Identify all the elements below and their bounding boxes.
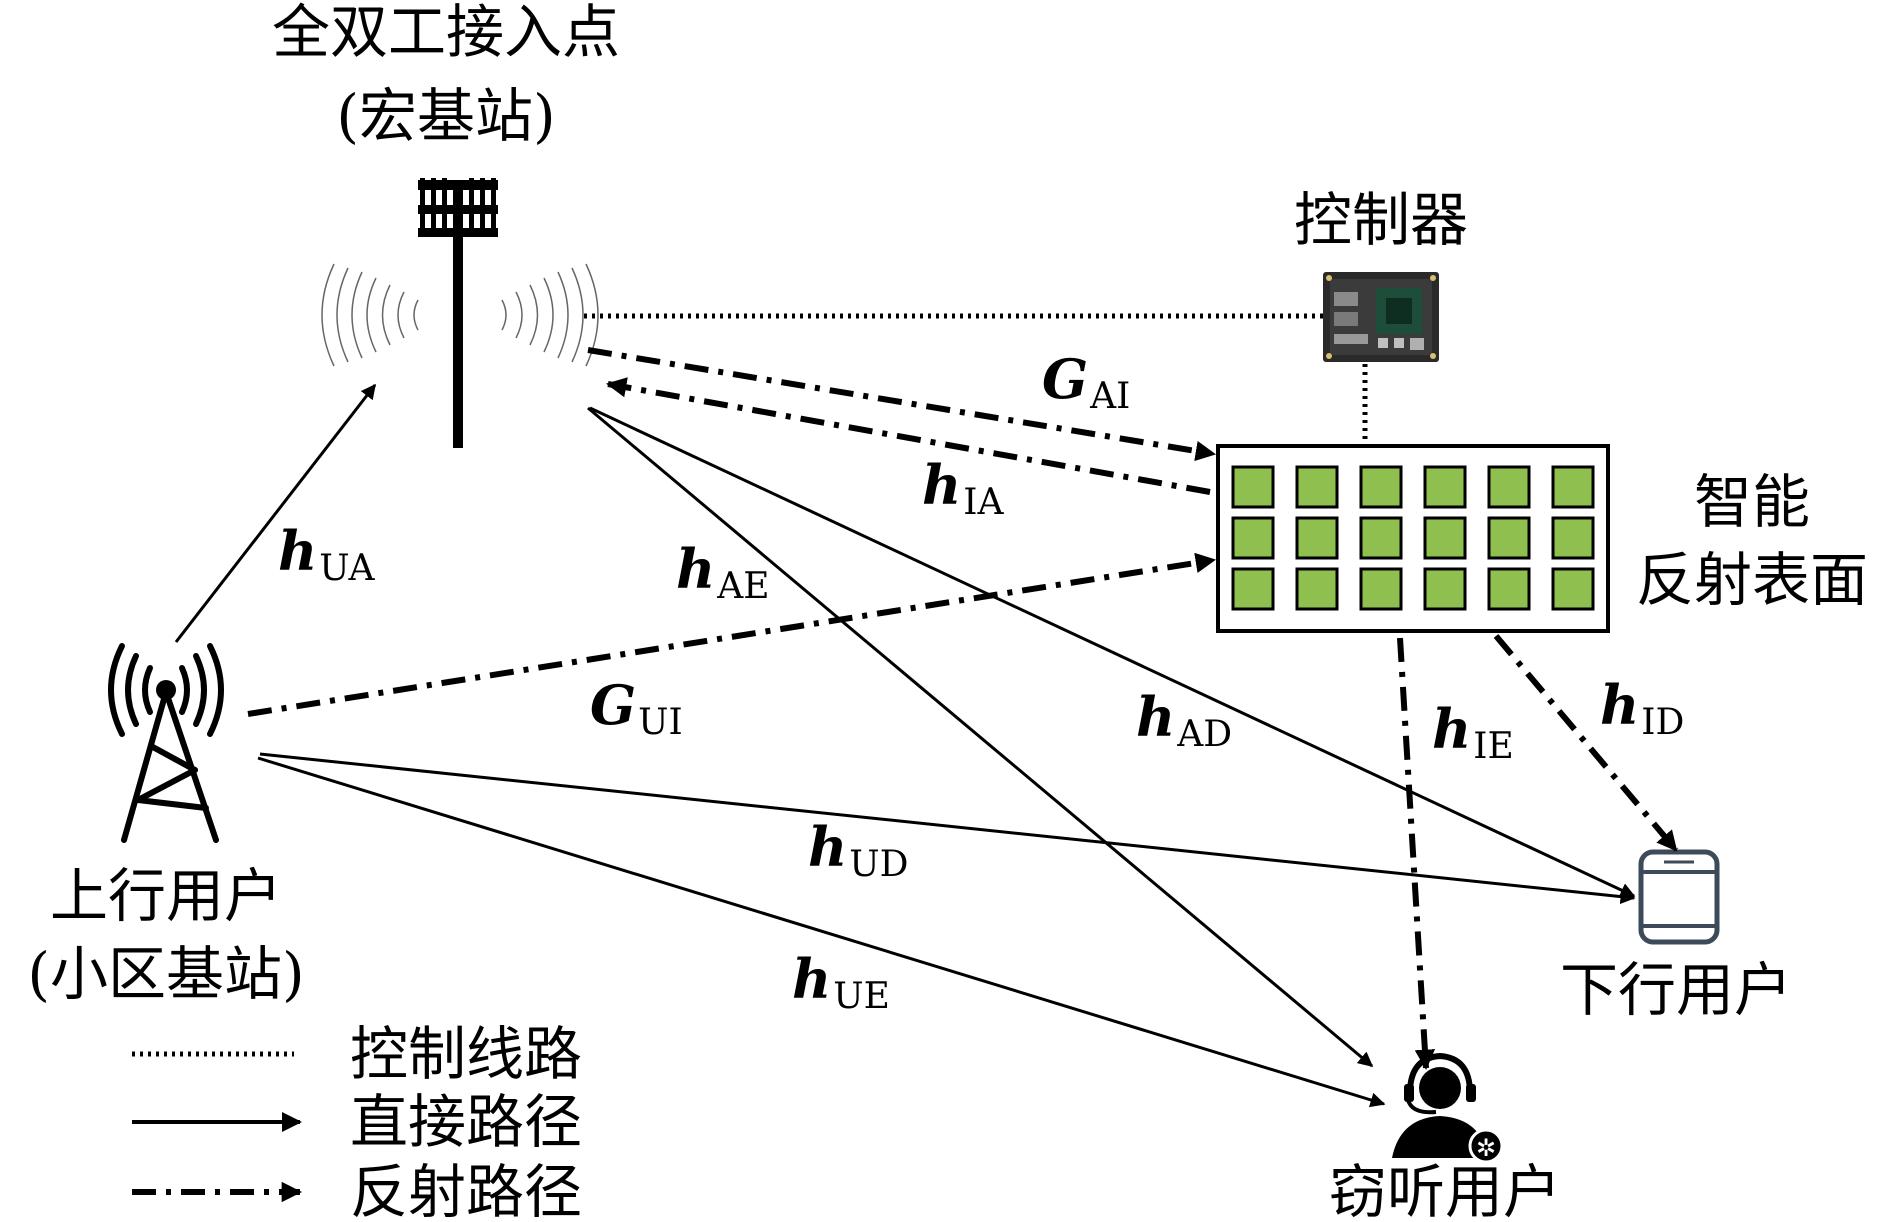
irs-element bbox=[1487, 567, 1531, 611]
channel-label-h-UA: hUA bbox=[278, 519, 375, 589]
channel-label-h-UE: hUE bbox=[792, 947, 890, 1017]
irs-element bbox=[1359, 516, 1403, 560]
channel-label-G-AI: GAI bbox=[1042, 347, 1130, 417]
legend-reflect-label: 反射路径 bbox=[350, 1158, 582, 1222]
legend-direct-label: 直接路径 bbox=[350, 1088, 582, 1156]
irs-label-line1: 智能 bbox=[1694, 468, 1810, 536]
channel-label-h-UD: hUD bbox=[808, 815, 908, 885]
channel-label-h-IE: hIE bbox=[1432, 697, 1514, 767]
uplink-antenna-tip bbox=[156, 680, 176, 700]
irs-element bbox=[1295, 516, 1339, 560]
channel-label-h-AD: hAD bbox=[1136, 685, 1232, 755]
channel-label-h-IA: hIA bbox=[922, 453, 1004, 523]
irs-element bbox=[1295, 465, 1339, 509]
ul-user-label-line1: 上行用户 bbox=[50, 862, 282, 930]
legend-control-label: 控制线路 bbox=[350, 1020, 582, 1088]
irs-element bbox=[1487, 516, 1531, 560]
eavesdropper-icon: ✲ bbox=[1392, 1052, 1504, 1164]
controller-label: 控制器 bbox=[1294, 186, 1468, 254]
irs-element bbox=[1231, 465, 1275, 509]
reflect-paths bbox=[247, 347, 1679, 1071]
ul-user-label-line2: (小区基站) bbox=[27, 940, 304, 1008]
irs-element bbox=[1423, 516, 1467, 560]
direct-paths bbox=[174, 383, 1636, 1108]
irs-element bbox=[1551, 516, 1595, 560]
controller-board-icon bbox=[1323, 272, 1439, 362]
irs-element bbox=[1551, 567, 1595, 611]
irs-element bbox=[1295, 567, 1339, 611]
uplink-tower-icon bbox=[108, 643, 224, 843]
irs-element bbox=[1231, 567, 1275, 611]
irs-element bbox=[1423, 567, 1467, 611]
channel-label-G-UI: GUI bbox=[590, 673, 683, 743]
irs-element bbox=[1551, 465, 1595, 509]
ap-label-line2: (宏基站) bbox=[336, 82, 555, 150]
channel-label-h-AE: hAE bbox=[676, 537, 770, 607]
eve-label: 窃听用户 bbox=[1329, 1158, 1561, 1222]
channel-label-h-ID: hID bbox=[1600, 673, 1684, 743]
irs-panel bbox=[1216, 444, 1610, 633]
legend: 控制线路 直接路径 反射路径 bbox=[132, 1020, 582, 1222]
irs-element bbox=[1359, 567, 1403, 611]
phone-icon bbox=[1638, 849, 1720, 945]
irs-element bbox=[1423, 465, 1467, 509]
macro-tower-icon bbox=[321, 178, 599, 448]
irs-element bbox=[1231, 516, 1275, 560]
svg-text:✲: ✲ bbox=[1476, 1134, 1496, 1162]
irs-element bbox=[1487, 465, 1531, 509]
irs-element bbox=[1359, 465, 1403, 509]
irs-element-grid bbox=[1231, 465, 1595, 611]
irs-label-line2: 反射表面 bbox=[1636, 546, 1868, 614]
dl-user-label: 下行用户 bbox=[1560, 956, 1792, 1024]
control-lines bbox=[584, 313, 1368, 446]
ap-label-line1: 全双工接入点 bbox=[272, 0, 620, 66]
